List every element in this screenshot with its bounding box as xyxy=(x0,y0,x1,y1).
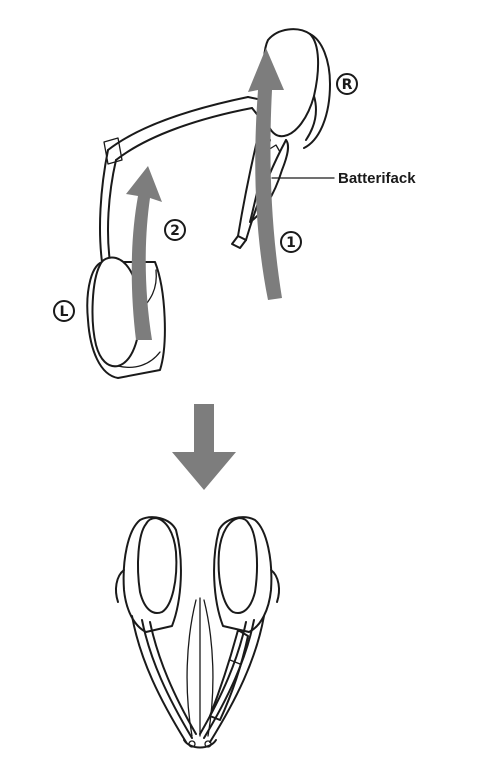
battery-compartment-label: Batterifack xyxy=(338,170,416,187)
headphones-folded-illustration xyxy=(116,517,279,747)
badge-step-1: 1 xyxy=(281,232,301,252)
right-ear-cup xyxy=(232,29,330,248)
battery-compartment-callout: Batterifack xyxy=(272,170,416,187)
badge-step-2-label: 2 xyxy=(170,223,180,239)
headphones-open-illustration xyxy=(87,29,330,378)
left-ear-cup xyxy=(87,257,165,378)
down-arrow-icon xyxy=(172,404,236,490)
badge-l: L xyxy=(54,301,74,321)
badge-l-label: L xyxy=(60,304,69,320)
badge-r-label: R xyxy=(342,77,353,93)
badge-step-2: 2 xyxy=(165,220,185,240)
badge-step-1-label: 1 xyxy=(286,235,296,251)
badge-r: R xyxy=(337,74,357,94)
rotation-arrow-1 xyxy=(248,48,284,300)
